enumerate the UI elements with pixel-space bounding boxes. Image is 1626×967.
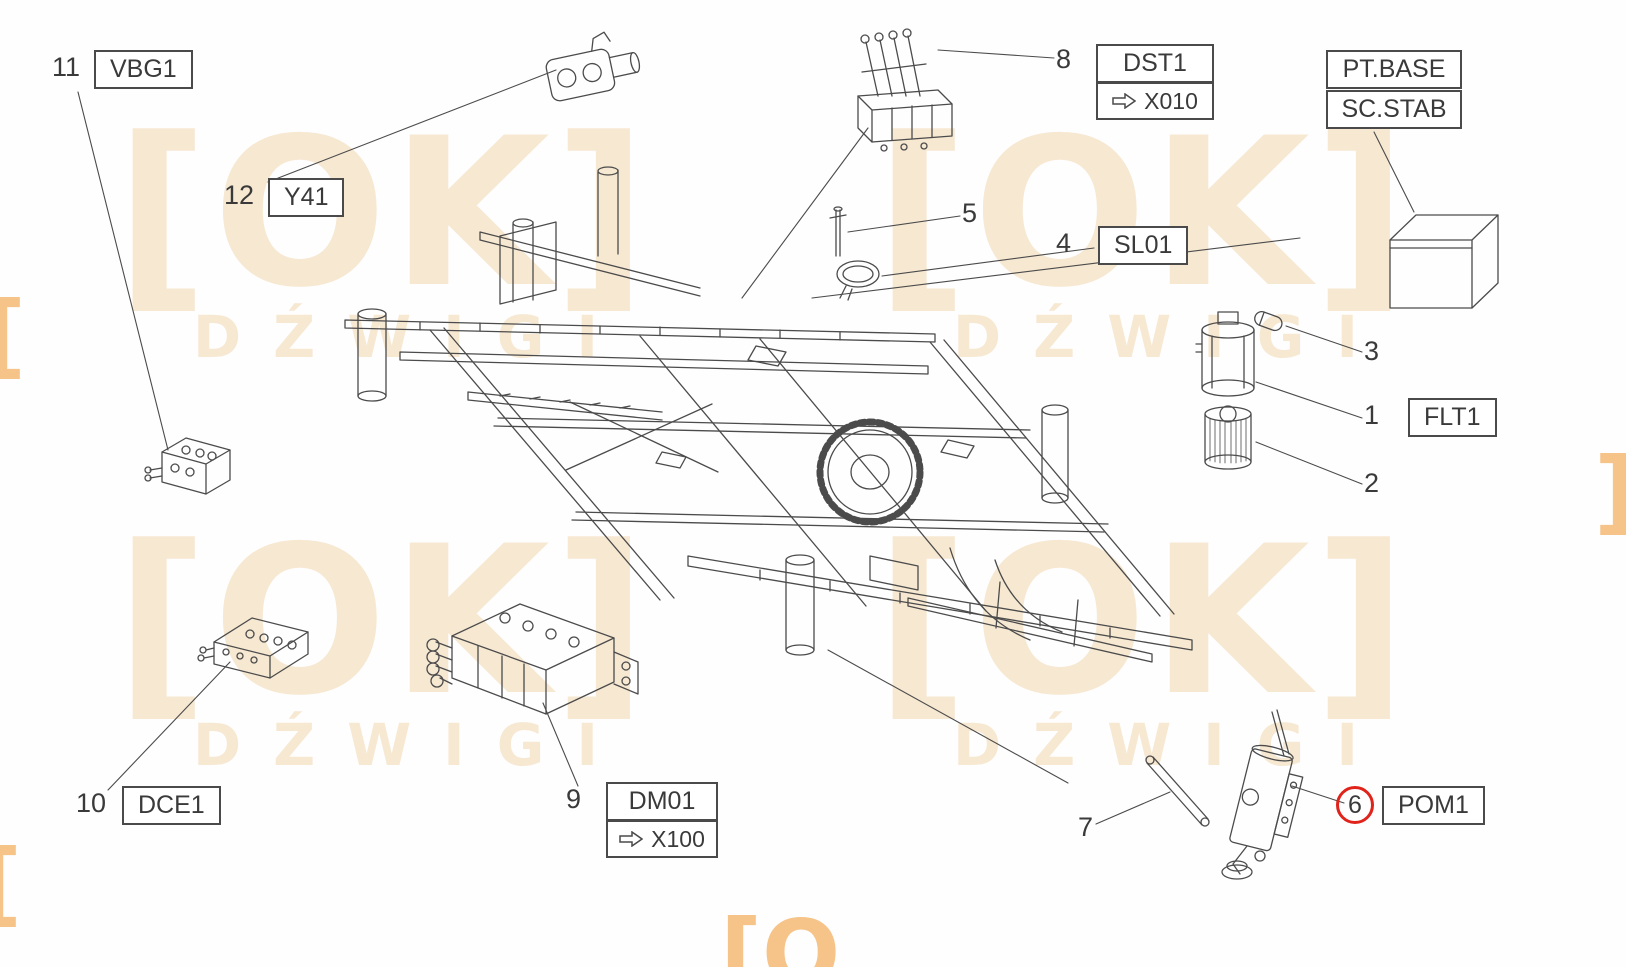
reference-arrow-icon: [619, 831, 644, 847]
callout-12[interactable]: 12: [224, 180, 255, 210]
part-sketch-filter-element: [1204, 405, 1252, 470]
callout-2[interactable]: 2: [1364, 468, 1380, 498]
callout-5[interactable]: 5: [962, 198, 978, 228]
part-sketch-valve-vbg1: [144, 437, 231, 495]
part-sketch-rod-7: [1145, 755, 1210, 827]
reference-x010-label: X010: [1144, 87, 1198, 114]
part-code-pt-base[interactable]: PT.BASE: [1326, 50, 1462, 89]
part-sketch-valve-y41: [545, 31, 641, 102]
part-code-dm01[interactable]: DM01: [606, 782, 718, 821]
leader-lines: [77, 49, 1415, 825]
part-sketch-filter-head-flt1: [1195, 311, 1255, 397]
reference-arrow-icon: [1112, 93, 1137, 109]
callout-6-selected[interactable]: 6: [1336, 786, 1374, 824]
part-code-y41[interactable]: Y41: [268, 178, 345, 217]
part-code-pom1-label: POM1: [1398, 791, 1469, 819]
chassis-frame-drawing: [344, 166, 1193, 663]
part-code-flt1[interactable]: FLT1: [1408, 398, 1497, 437]
callout-8[interactable]: 8: [1056, 44, 1072, 74]
part-code-flt1-label: FLT1: [1424, 403, 1481, 431]
callout-3[interactable]: 3: [1364, 336, 1380, 366]
reference-x100[interactable]: X100: [606, 820, 718, 858]
part-code-y41-label: Y41: [284, 183, 329, 211]
part-code-pom1[interactable]: POM1: [1382, 786, 1485, 825]
part-sketch-pin-5: [829, 206, 847, 257]
part-code-sc-stab[interactable]: SC.STAB: [1326, 90, 1462, 129]
part-sketch-valve-bank-dst1: [857, 28, 953, 152]
part-sketch-pin-3: [1254, 311, 1283, 332]
part-code-vbg1[interactable]: VBG1: [94, 50, 193, 89]
part-code-sc-stab-label: SC.STAB: [1341, 95, 1447, 123]
part-code-vbg1-label: VBG1: [110, 55, 177, 83]
part-code-dce1[interactable]: DCE1: [122, 786, 221, 825]
reference-x010[interactable]: X010: [1096, 82, 1214, 120]
part-code-pt-base-label: PT.BASE: [1342, 55, 1446, 83]
callout-9[interactable]: 9: [566, 784, 582, 814]
part-sketch-clamp-sl01: [836, 260, 880, 301]
part-code-sl01[interactable]: SL01: [1098, 226, 1189, 265]
part-sketch-valve-bank-dm01: [426, 603, 639, 715]
reference-x100-label: X100: [651, 825, 705, 852]
callout-4[interactable]: 4: [1056, 228, 1072, 258]
part-sketch-pump-pom1: [1221, 709, 1304, 880]
part-code-dst1[interactable]: DST1: [1096, 44, 1214, 83]
part-code-dce1-label: DCE1: [138, 791, 205, 819]
part-code-dst1-label: DST1: [1123, 49, 1187, 77]
part-code-sl01-label: SL01: [1114, 231, 1173, 259]
callout-1[interactable]: 1: [1364, 400, 1380, 430]
part-sketch-manifold-dce1: [197, 617, 309, 679]
part-code-dm01-label: DM01: [628, 787, 696, 815]
part-sketch-base-box-ptbase: [1389, 214, 1499, 309]
callout-10[interactable]: 10: [76, 788, 107, 818]
callout-7[interactable]: 7: [1078, 812, 1094, 842]
callout-11[interactable]: 11: [52, 52, 81, 82]
